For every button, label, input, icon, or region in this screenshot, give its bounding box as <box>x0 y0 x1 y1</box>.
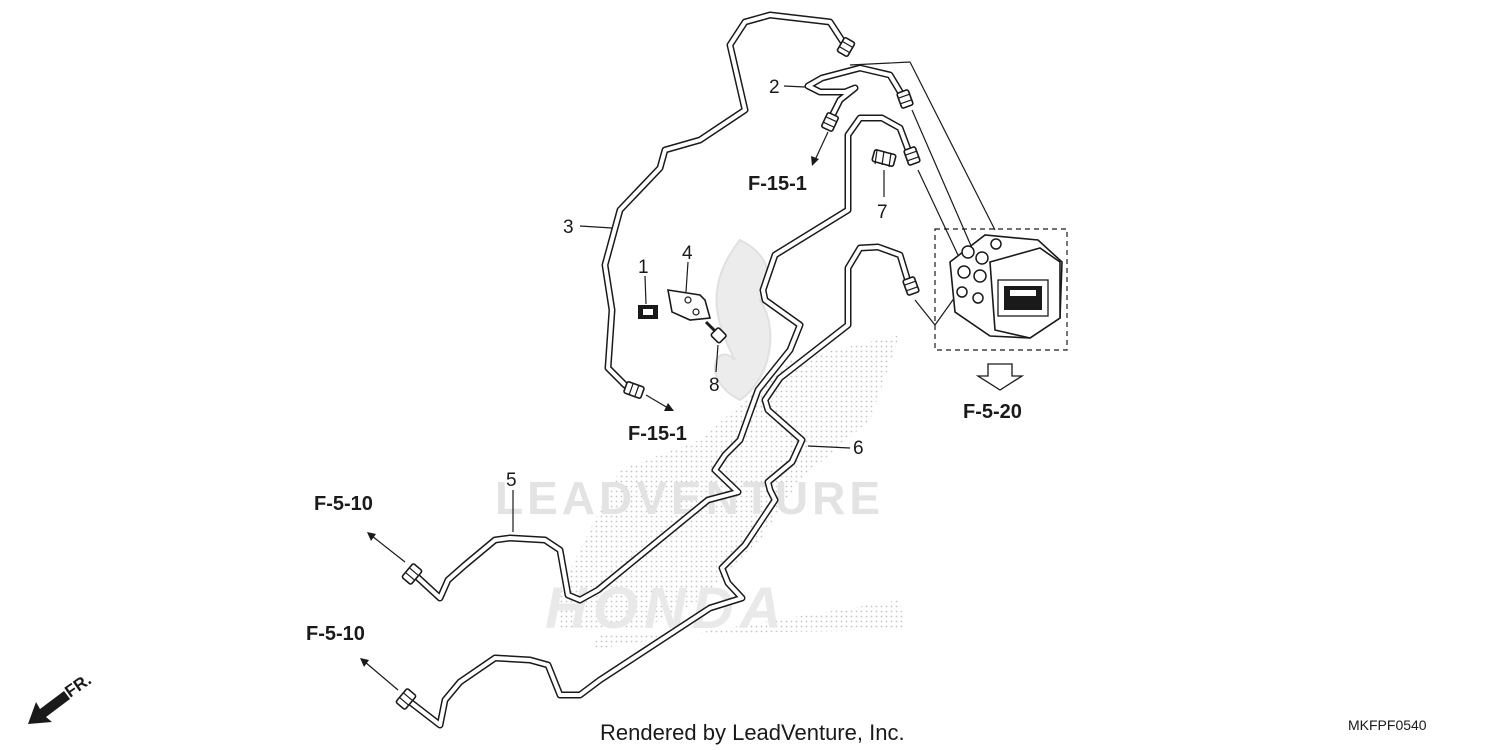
diagram-code: MKFPF0540 <box>1348 717 1427 733</box>
front-arrow-icon <box>28 691 70 724</box>
abs-modulator-unit <box>934 228 1068 351</box>
rendered-by-credit: Rendered by LeadVenture, Inc. <box>600 720 905 745</box>
pipe-clip-7 <box>871 149 897 168</box>
pipe-bracket-4 <box>667 289 712 321</box>
part-label-4: 4 <box>682 243 693 264</box>
ref-f510-lower: F-5-10 <box>306 623 365 645</box>
ref-f15-mid: F-15-1 <box>628 423 687 445</box>
part-label-8: 8 <box>709 375 720 396</box>
callout-leaders <box>512 85 885 532</box>
part-label-1: 1 <box>638 257 649 278</box>
arrow-to-f520 <box>975 363 1025 391</box>
pipe-2-fitting-caliper <box>821 112 839 132</box>
abs-leader-lines <box>849 61 996 326</box>
pipe-clip-1 <box>638 305 658 319</box>
pipe-2-fitting-abs <box>896 89 914 109</box>
brake-pipe-2 <box>804 64 914 132</box>
watermark-oem: HONDA <box>545 576 788 641</box>
arrow-to-f510-lower <box>360 658 399 691</box>
brake-pipe-3 <box>601 11 856 399</box>
bolt-8 <box>704 320 727 344</box>
part-label-5: 5 <box>506 470 517 491</box>
ref-f520: F-5-20 <box>963 401 1022 423</box>
arrow-to-f15-top <box>811 131 829 166</box>
part-label-6: 6 <box>853 438 864 459</box>
ref-f15-top: F-15-1 <box>748 173 807 195</box>
pipe-6-fitting-front <box>395 688 417 710</box>
ref-f510-upper: F-5-10 <box>314 493 373 515</box>
brake-pipe-6 <box>395 243 920 729</box>
pipe-5-fitting-abs <box>903 146 921 166</box>
arrow-to-f510-upper <box>367 532 406 563</box>
watermark-flame-icon <box>713 238 772 402</box>
brake-pipe-5 <box>401 114 921 604</box>
part-label-3: 3 <box>563 217 574 238</box>
part-label-2: 2 <box>769 77 780 98</box>
arrow-to-f15-mid <box>645 394 674 411</box>
pipe-3-top-fitting <box>836 37 856 57</box>
pipe-5-fitting-front <box>401 563 423 585</box>
front-direction-indicator: FR. <box>28 670 95 724</box>
part-label-7: 7 <box>877 202 888 223</box>
pipe-6-fitting-abs <box>902 276 920 296</box>
pipe-3-bottom-fitting <box>623 381 645 399</box>
